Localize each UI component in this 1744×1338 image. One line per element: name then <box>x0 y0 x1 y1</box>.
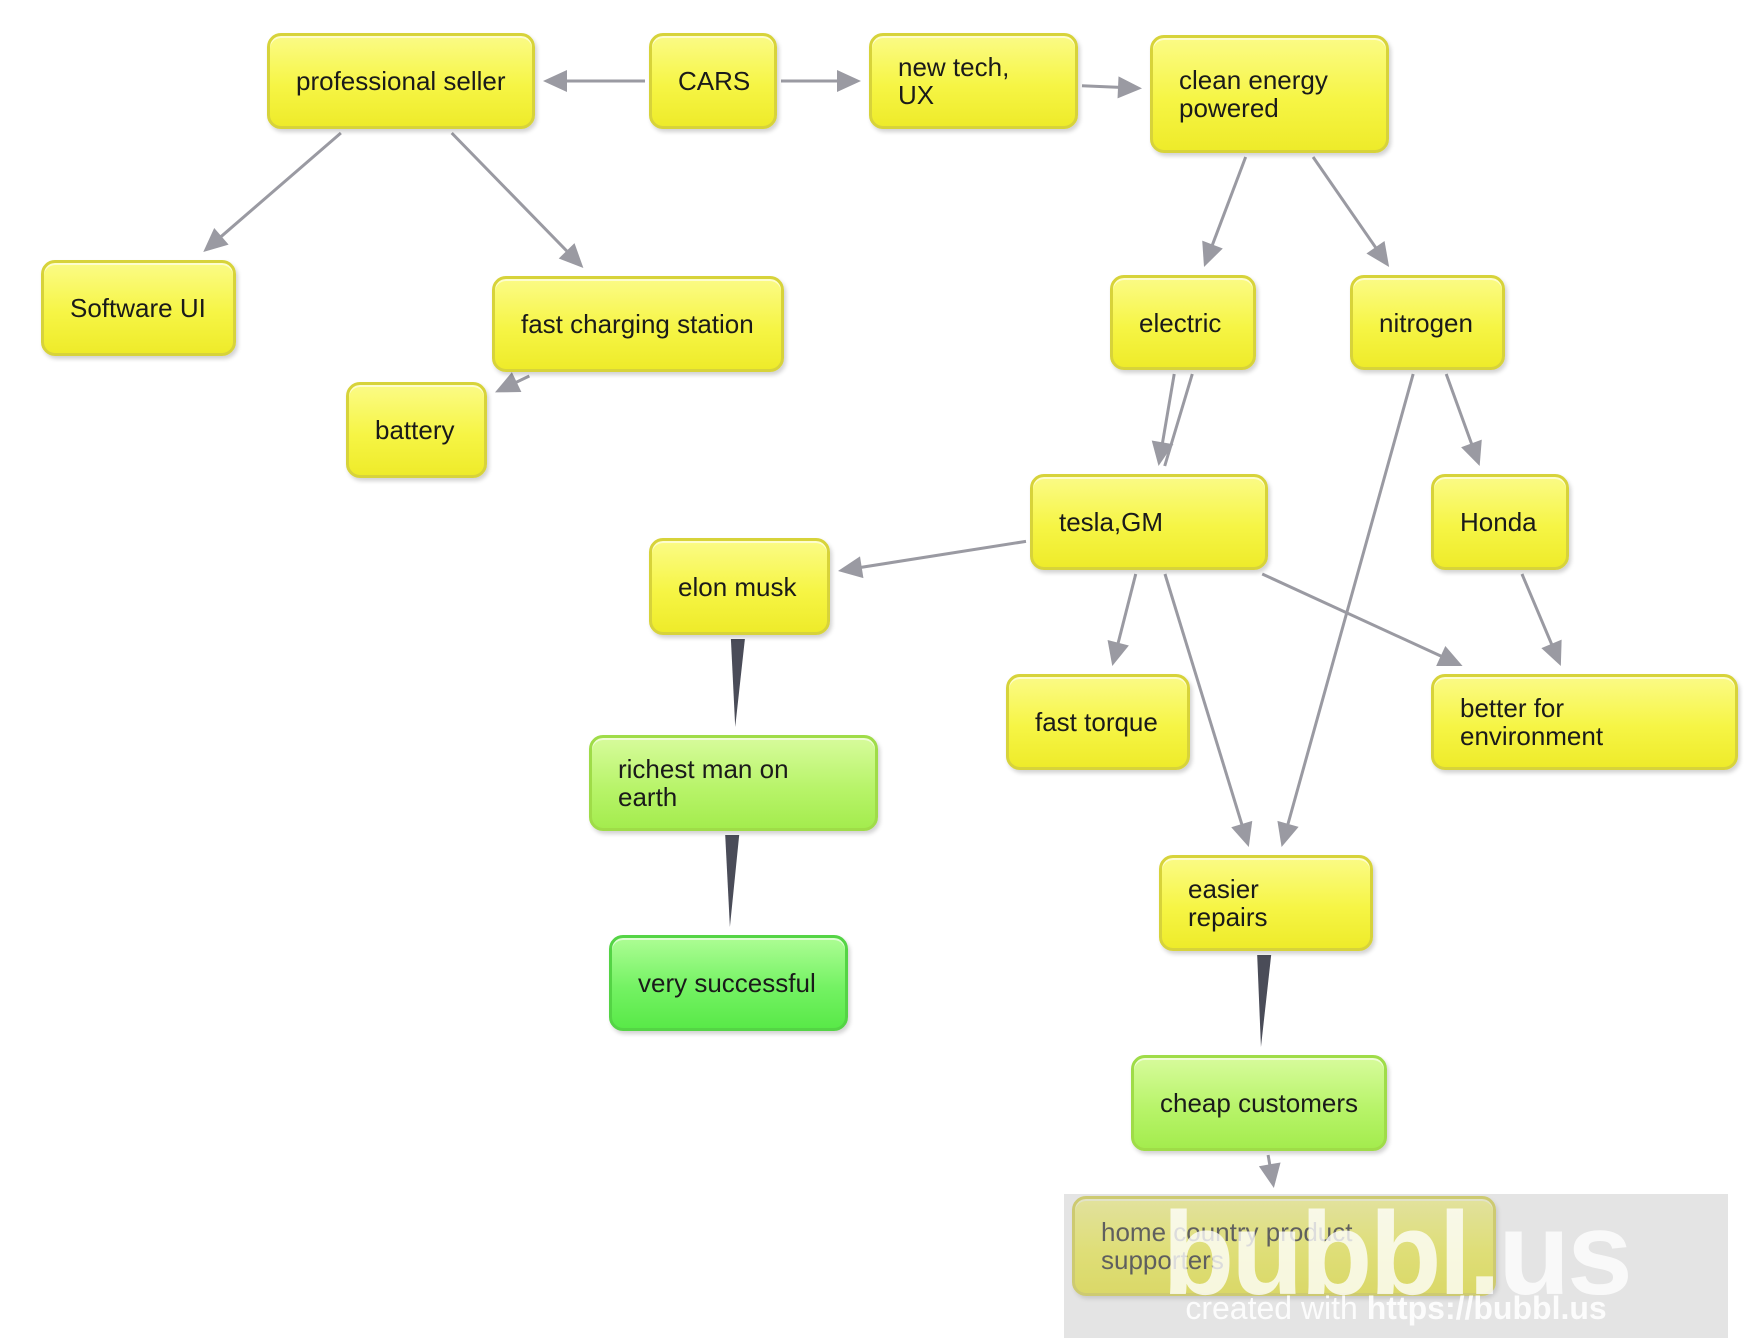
edge-electric-to-tesla-line <box>1163 373 1194 467</box>
edge-electric-to-tesla-arrowhead <box>1151 440 1174 466</box>
edge-professional-to-software <box>216 131 342 241</box>
edge-repairs-to-cheap <box>1257 955 1272 1047</box>
node-tesla-gm[interactable]: tesla,GM <box>1030 474 1268 570</box>
watermark-prefix: created with <box>1185 1290 1367 1326</box>
edge-tesla-to-torque-arrowhead <box>1107 640 1129 666</box>
edge-clean-to-electric <box>1209 156 1248 250</box>
edge-elon-to-richest <box>730 639 745 727</box>
node-honda[interactable]: Honda <box>1431 474 1569 570</box>
edge-nitrogen-to-honda-arrowhead <box>1461 439 1482 466</box>
node-professional-seller[interactable]: professional seller <box>267 33 535 129</box>
edge-professional-to-fastcharge <box>450 131 572 256</box>
node-cheap-customers[interactable]: cheap customers <box>1131 1055 1387 1151</box>
edge-cheap-to-home-arrowhead <box>1258 1162 1281 1188</box>
node-fast-charging-station[interactable]: fast charging station <box>492 276 784 372</box>
node-richest-man-on-earth[interactable]: richest man on earth <box>589 735 878 831</box>
edge-tesla-to-repairs <box>1163 573 1245 830</box>
node-better-for-environment[interactable]: better for environment <box>1431 674 1738 770</box>
bubblus-watermark: bubbl.us created with https://bubbl.us <box>1064 1194 1728 1338</box>
edge-honda-to-better <box>1520 573 1555 649</box>
edge-cars-to-newtech-arrowhead <box>837 70 861 92</box>
edge-clean-to-electric-arrowhead <box>1202 240 1223 267</box>
node-nitrogen[interactable]: nitrogen <box>1350 275 1505 370</box>
edge-fastcharge-to-battery-arrowhead <box>495 372 522 393</box>
edge-cars-to-professional-arrowhead <box>543 70 567 92</box>
node-elon-musk[interactable]: elon musk <box>649 538 830 635</box>
node-electric[interactable]: electric <box>1110 275 1256 370</box>
edge-tesla-to-torque <box>1115 573 1138 648</box>
watermark-logo: bubbl.us <box>1162 1188 1633 1320</box>
node-cars[interactable]: CARS <box>649 33 777 129</box>
edge-nitrogen-to-repairs <box>1285 373 1415 829</box>
edge-clean-to-nitrogen-arrowhead <box>1366 241 1390 267</box>
edge-richest-to-successful <box>725 835 740 927</box>
watermark-url: https://bubbl.us <box>1366 1290 1607 1326</box>
edge-newtech-to-clean-arrowhead <box>1117 76 1142 99</box>
node-fast-torque[interactable]: fast torque <box>1006 674 1190 770</box>
node-home-country-product-supporters[interactable]: home country product supporters <box>1072 1196 1496 1296</box>
edge-professional-to-software-arrowhead <box>203 227 229 252</box>
node-clean-energy-powered[interactable]: clean energy powered <box>1150 35 1389 153</box>
watermark-credit: created with https://bubbl.us <box>1064 1290 1728 1327</box>
node-battery[interactable]: battery <box>346 382 487 478</box>
node-easier-repairs[interactable]: easier repairs <box>1159 855 1373 951</box>
edge-honda-to-better-arrowhead <box>1541 639 1562 666</box>
edge-tesla-to-repairs-arrowhead <box>1231 820 1253 847</box>
node-new-tech-ux[interactable]: new tech, UX <box>869 33 1078 129</box>
edge-tesla-to-better-arrowhead <box>1436 645 1463 666</box>
edge-tesla-to-better <box>1261 572 1446 660</box>
edge-tesla-to-elon <box>856 539 1027 570</box>
edge-nitrogen-to-repairs-arrowhead <box>1277 820 1299 847</box>
edge-newtech-to-clean <box>1081 84 1123 90</box>
node-very-successful[interactable]: very successful <box>609 935 848 1031</box>
edge-tesla-to-elon-arrowhead <box>838 556 864 579</box>
edge-nitrogen-to-honda <box>1444 373 1475 449</box>
node-software-ui[interactable]: Software UI <box>41 260 236 356</box>
edge-electric-to-tesla <box>1160 373 1176 448</box>
edge-clean-to-nitrogen <box>1311 156 1380 253</box>
edge-professional-to-fastcharge-arrowhead <box>558 243 584 268</box>
